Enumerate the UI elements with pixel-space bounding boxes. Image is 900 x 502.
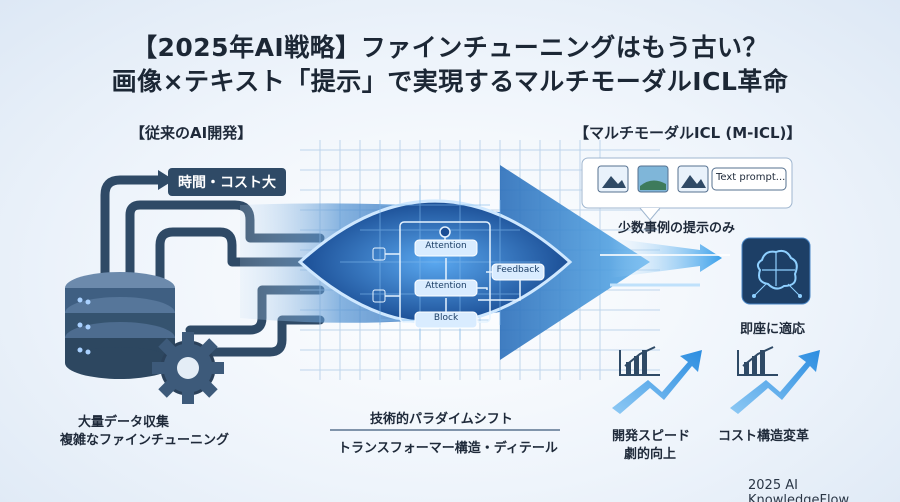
cost-caption: コスト構造変革 xyxy=(718,429,810,444)
micl-heading: 【マルチモーダルICL (M-ICL)】 xyxy=(574,124,802,142)
fewshot-caption: 少数事例の提示のみ xyxy=(618,221,736,236)
left-caption-1: 大量データ収集 xyxy=(78,415,170,430)
traditional-heading: 【従来のAI開発】 xyxy=(130,124,253,142)
attention-top-label: Attention xyxy=(425,241,467,251)
trend-arrow-icon xyxy=(730,350,820,414)
attention-mid-label: Attention xyxy=(425,281,467,291)
feedback-label: Feedback xyxy=(496,265,540,275)
center-caption-2: トランスフォーマー構造・ディテール xyxy=(338,441,558,456)
speed-caption-2: 劇的向上 xyxy=(624,447,677,462)
prompt-card xyxy=(581,157,793,221)
adapt-caption: 即座に適応 xyxy=(740,322,806,337)
trend-arrow-icon xyxy=(612,350,702,414)
server-stack-icon xyxy=(65,272,175,379)
left-caption-2: 複雑なファインチューニング xyxy=(60,433,230,448)
title-line-1: 【2025年AI戦略】ファインチューニングはもう古い？ xyxy=(132,33,768,62)
speed-caption-1: 開発スピード xyxy=(612,429,691,444)
time-cost-tag: 時間・コスト大 xyxy=(168,168,286,196)
title-line-2: 画像×テキスト「提示」で実現するマルチモーダルICL革命 xyxy=(111,67,789,96)
bar-chart-icon xyxy=(737,346,778,376)
speed-lines xyxy=(600,238,730,287)
footer-credit: 2025 AI KnowledgeFlow xyxy=(748,478,850,502)
center-caption-1: 技術的パラダイムシフト xyxy=(370,412,513,427)
brain-circuit-icon xyxy=(741,237,811,305)
bar-chart-icon xyxy=(619,346,660,376)
transformer-diagram xyxy=(372,221,545,329)
text-prompt: Text prompt... xyxy=(716,172,786,183)
gear-icon xyxy=(152,332,224,404)
block-label: Block xyxy=(433,313,459,323)
